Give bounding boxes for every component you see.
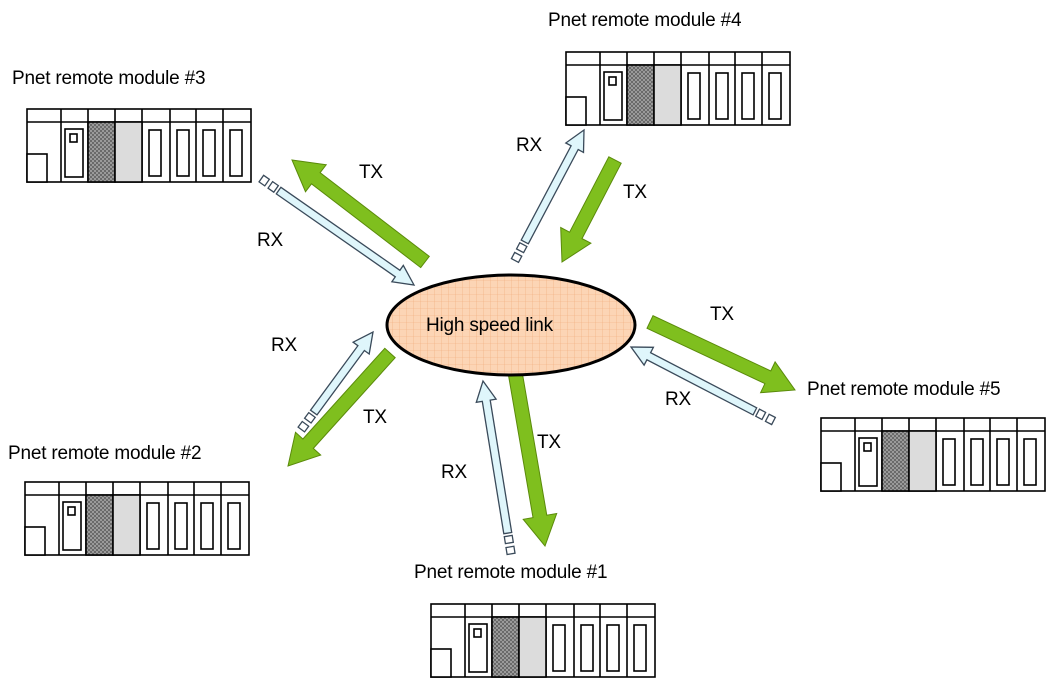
rx-label-3: RX [257, 230, 283, 251]
tx-label-4: TX [623, 182, 647, 203]
link-arrows [258, 128, 796, 556]
module-label-2: Pnet remote module #2 [8, 443, 202, 464]
hub-label: High speed link [426, 315, 553, 336]
module-rack-4 [565, 51, 791, 126]
rx-label-5: RX [665, 389, 691, 410]
plc-rack-drawing [26, 108, 252, 183]
tx-arrow-1 [506, 364, 558, 548]
module-label-3: Pnet remote module #3 [12, 68, 206, 89]
tx-arrow-2 [287, 347, 396, 467]
rx-arrow-4 [510, 128, 585, 264]
module-rack-2 [24, 481, 250, 556]
plc-rack-drawing [430, 603, 656, 678]
module-rack-3 [26, 108, 252, 183]
module-label-5: Pnet remote module #5 [807, 379, 1001, 400]
rx-label-2: RX [271, 335, 297, 356]
tx-arrow-4 [560, 156, 622, 263]
tx-arrow-5 [646, 315, 796, 394]
hub-ellipse [385, 273, 637, 377]
plc-rack-drawing [820, 417, 1046, 492]
plc-rack-drawing [565, 51, 791, 126]
plc-rack-drawing [24, 481, 250, 556]
module-rack-1 [430, 603, 656, 678]
rx-arrow-3 [258, 174, 416, 286]
rx-arrow-5 [629, 346, 777, 426]
tx-arrow-3 [291, 159, 431, 269]
tx-label-1: TX [537, 432, 561, 453]
rx-arrow-2 [297, 330, 374, 433]
rx-label-1: RX [441, 462, 467, 483]
module-label-4: Pnet remote module #4 [548, 10, 742, 31]
tx-label-3: TX [359, 162, 383, 183]
module-rack-5 [820, 417, 1046, 492]
tx-label-5: TX [710, 304, 734, 325]
module-label-1: Pnet remote module #1 [414, 562, 608, 583]
tx-label-2: TX [363, 407, 387, 428]
rx-arrow-1 [475, 379, 516, 556]
rx-label-4: RX [516, 135, 542, 156]
